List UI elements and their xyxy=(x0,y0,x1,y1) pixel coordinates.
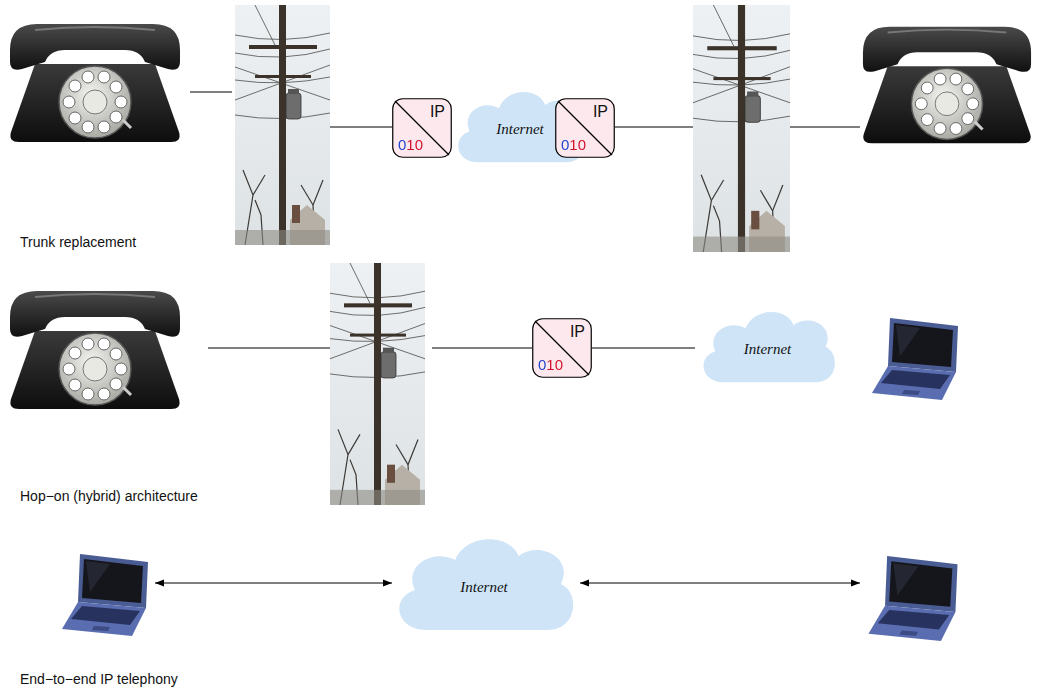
gateway-fill xyxy=(533,319,592,378)
protocol-label: IP xyxy=(593,104,608,120)
wire xyxy=(208,347,532,348)
laptop xyxy=(868,556,957,641)
telephone xyxy=(10,24,180,142)
gateway-diagonal xyxy=(558,101,612,155)
telephone xyxy=(863,27,1031,144)
telephone-pole xyxy=(330,263,425,505)
internet-cloud: Internet xyxy=(388,530,580,640)
protocol-label: IP xyxy=(570,324,585,340)
binary-label: 010 xyxy=(398,137,423,152)
gateway-box: IP 010 xyxy=(532,318,592,378)
gateway-fill xyxy=(393,99,452,158)
telephone-pole xyxy=(693,5,790,252)
gateway-box: IP 010 xyxy=(392,98,452,158)
cloud-label: Internet xyxy=(744,337,791,358)
gateway-diagonal xyxy=(535,321,589,375)
laptop xyxy=(62,554,148,636)
gateway-diagonal xyxy=(395,101,449,155)
cloud-label: Internet xyxy=(460,575,507,596)
gateway-fill xyxy=(556,99,615,158)
internet-cloud: Internet xyxy=(695,305,840,390)
binary-label: 010 xyxy=(561,137,586,152)
protocol-label: IP xyxy=(430,104,445,120)
row-caption: Trunk replacement xyxy=(20,234,136,250)
cloud-fill xyxy=(704,312,835,382)
cloud-label: Internet xyxy=(496,117,543,138)
telephone xyxy=(10,291,180,409)
gateway-box: IP 010 xyxy=(555,98,615,158)
binary-label: 010 xyxy=(538,357,563,372)
cloud-fill xyxy=(399,539,573,630)
row-caption: End−to−end IP telephony xyxy=(20,671,178,687)
laptop xyxy=(872,318,958,400)
connector xyxy=(592,347,695,348)
row-caption: Hop−on (hybrid) architecture xyxy=(20,488,198,504)
telephone-pole xyxy=(235,5,330,245)
